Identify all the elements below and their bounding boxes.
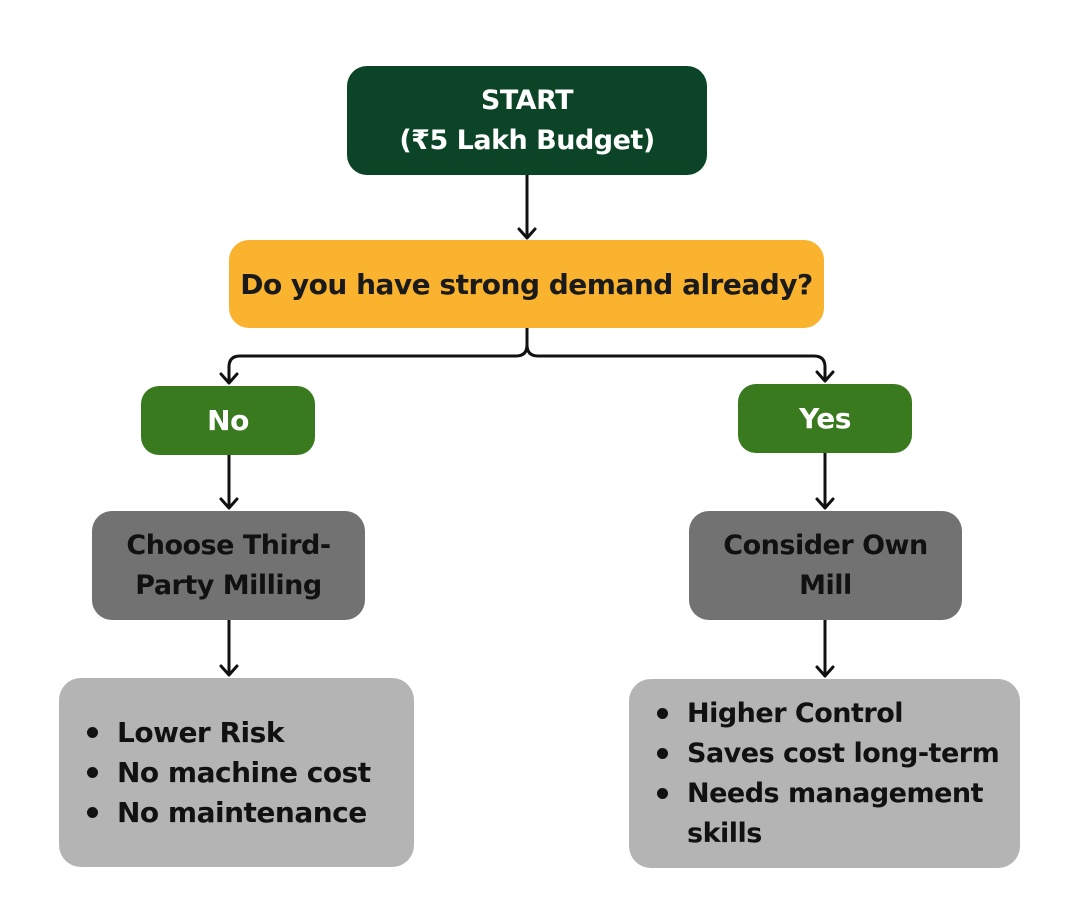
list-item: Saves cost long-term: [657, 734, 1020, 774]
answer-no-node: No: [141, 386, 315, 455]
list-item: Lower Risk: [87, 713, 371, 753]
action-own-mill-line1: Consider Own: [723, 529, 928, 561]
third-party-benefits-list: Lower Risk No machine cost No maintenanc…: [59, 713, 371, 833]
answer-no-label: No: [207, 404, 249, 437]
answer-yes-label: Yes: [799, 402, 851, 435]
list-item: No maintenance: [87, 793, 371, 833]
list-item: Higher Control: [657, 694, 1020, 734]
question-node: Do you have strong demand already?: [229, 240, 824, 328]
question-text: Do you have strong demand already?: [240, 267, 813, 301]
action-third-party-line2: Party Milling: [135, 569, 322, 601]
action-third-party-line1: Choose Third-: [126, 529, 331, 561]
own-mill-benefits-node: Higher Control Saves cost long-term Need…: [629, 679, 1020, 868]
own-mill-benefits-list: Higher Control Saves cost long-term Need…: [629, 694, 1020, 854]
answer-yes-node: Yes: [738, 384, 912, 453]
third-party-benefits-node: Lower Risk No machine cost No maintenanc…: [59, 678, 414, 867]
arrow-question-to-yes: [525, 344, 827, 380]
action-own-mill-line2: Mill: [799, 569, 852, 601]
start-title: START: [480, 84, 574, 116]
start-node: START (₹5 Lakh Budget): [347, 66, 707, 175]
action-third-party-node: Choose Third- Party Milling: [92, 511, 365, 620]
list-item: Needs management skills: [657, 774, 1020, 854]
list-item: No machine cost: [87, 753, 371, 793]
start-budget: (₹5 Lakh Budget): [399, 124, 655, 156]
arrow-question-to-no: [227, 328, 529, 382]
action-own-mill-node: Consider Own Mill: [689, 511, 962, 620]
